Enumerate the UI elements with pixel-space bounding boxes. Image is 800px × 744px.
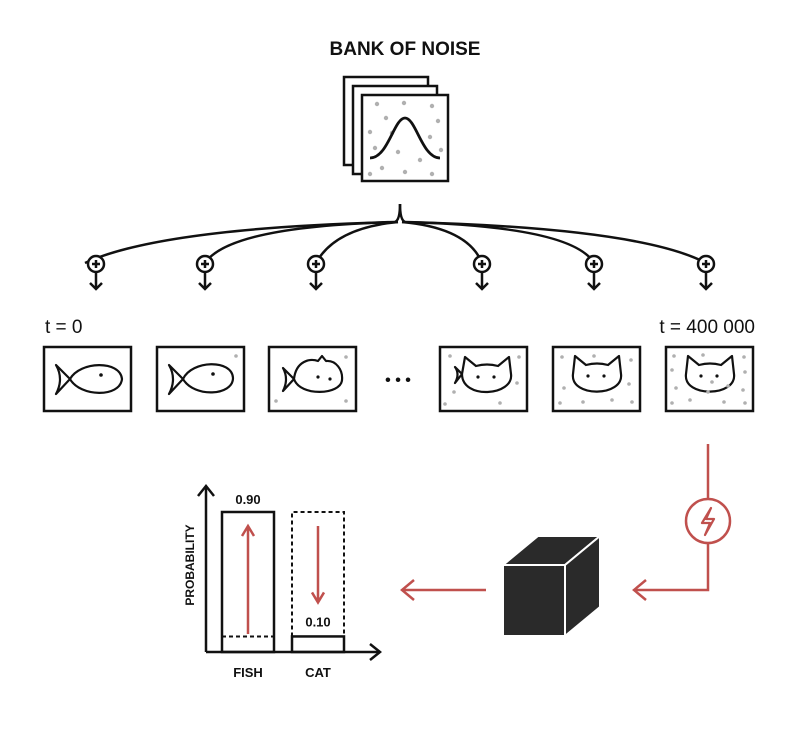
signal-path xyxy=(632,444,710,601)
ellipsis: • • • xyxy=(385,372,411,389)
time-start-label: t = 0 xyxy=(45,317,83,338)
frame-fish-3 xyxy=(267,345,358,413)
fish-cat-morph-icon xyxy=(281,354,344,393)
frame-fish-2 xyxy=(155,345,246,413)
fish-icon xyxy=(167,363,235,396)
gaussian-curve-icon xyxy=(369,116,441,160)
value-label-cat: 0.10 xyxy=(305,614,330,629)
plus-circle-icon xyxy=(195,254,215,291)
fish-icon xyxy=(54,363,124,396)
increase-arrow-fish xyxy=(240,523,256,634)
add-noise-nodes xyxy=(86,254,716,291)
bar-fish xyxy=(220,510,276,654)
lightning-circle-icon xyxy=(684,497,732,545)
cat-icon xyxy=(571,354,623,393)
value-label-fish: 0.90 xyxy=(235,492,260,507)
noise-bank-stack xyxy=(342,75,450,183)
cat-icon xyxy=(684,354,736,393)
black-box-cube-icon xyxy=(500,533,603,639)
plus-circle-icon xyxy=(472,254,492,291)
decrease-arrow-cat xyxy=(310,526,326,605)
plus-circle-icon xyxy=(584,254,604,291)
y-axis-label: PROBABILITY xyxy=(183,524,197,605)
plus-circle-icon xyxy=(696,254,716,291)
plus-circle-icon xyxy=(306,254,326,291)
category-label-cat: CAT xyxy=(305,665,331,680)
cat-icon xyxy=(453,355,513,394)
frame-cat-4 xyxy=(438,345,529,413)
plus-circle-icon xyxy=(86,254,106,291)
bar-cat xyxy=(290,635,346,654)
time-end-label: t = 400 000 xyxy=(659,317,755,338)
noise-distribution-branches xyxy=(84,203,707,265)
title: BANK OF NOISE xyxy=(330,39,481,60)
frame-fish-1 xyxy=(42,345,133,413)
noise-card-front xyxy=(360,93,450,183)
frame-cat-6 xyxy=(664,345,755,413)
category-label-fish: FISH xyxy=(233,665,263,680)
bar-previous-outline-cat xyxy=(291,511,345,637)
frame-cat-5 xyxy=(551,345,642,413)
model-output-arrow xyxy=(400,579,486,601)
